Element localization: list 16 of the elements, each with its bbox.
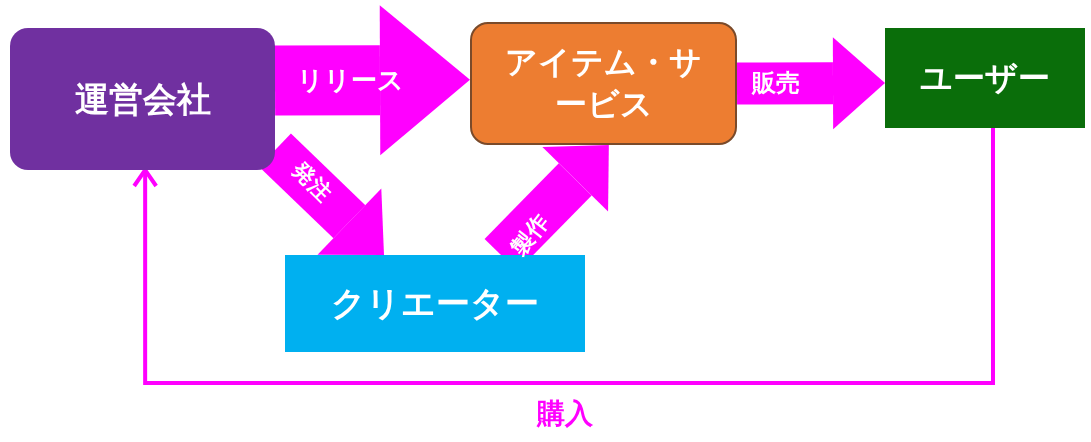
edge-label: リリース [296,67,404,93]
node-label: 運営会社 [74,77,211,121]
edge-label: 製作 [507,210,553,260]
arrow [132,128,995,385]
arrow [274,5,470,156]
process-box [885,28,1085,128]
node-label: クリエーター [331,282,539,325]
edge-label: 販売 [752,71,800,95]
process-box [10,28,275,170]
edge-label: 発注 [288,158,336,206]
node-label: ユーザー [920,58,1050,99]
arrow [736,37,885,130]
node-label: アイテム・サービス [504,41,703,125]
process-box [285,255,585,352]
edge-label: 購入 [537,400,593,428]
process-box [470,22,737,145]
